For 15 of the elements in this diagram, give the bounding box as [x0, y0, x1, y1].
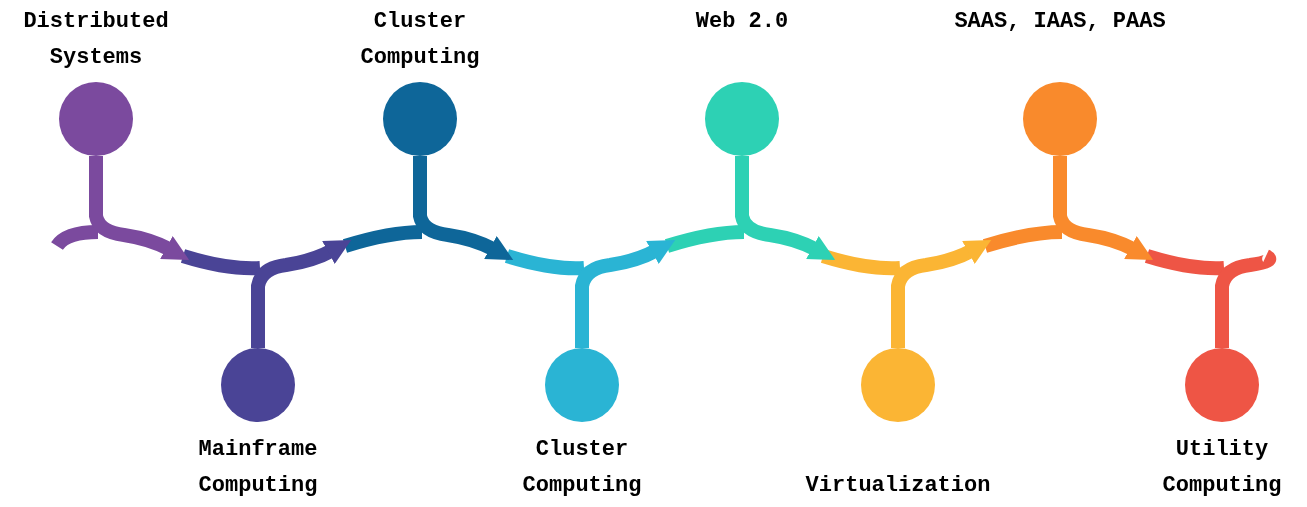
milestone-label: Cluster Computing: [521, 436, 643, 500]
milestone-label: Web 2.0: [695, 8, 789, 36]
curved-arrow: [89, 156, 190, 260]
curved-arrow: [1053, 156, 1154, 260]
curved-arrow: [891, 240, 992, 348]
curved-arrow: [413, 156, 514, 260]
curved-arrow: [251, 240, 352, 348]
curved-arrow: [735, 156, 836, 260]
milestone-label: Utility Computing: [1161, 436, 1283, 500]
milestone-label: Distributed Systems: [22, 8, 170, 72]
curved-arrow: [575, 240, 676, 348]
milestone-label: Cluster Computing: [359, 8, 481, 72]
milestone-label: Virtualization: [805, 472, 991, 500]
milestone-label: SAAS, IAAS, PAAS: [954, 8, 1166, 36]
milestone-label: Mainframe Computing: [197, 436, 319, 500]
